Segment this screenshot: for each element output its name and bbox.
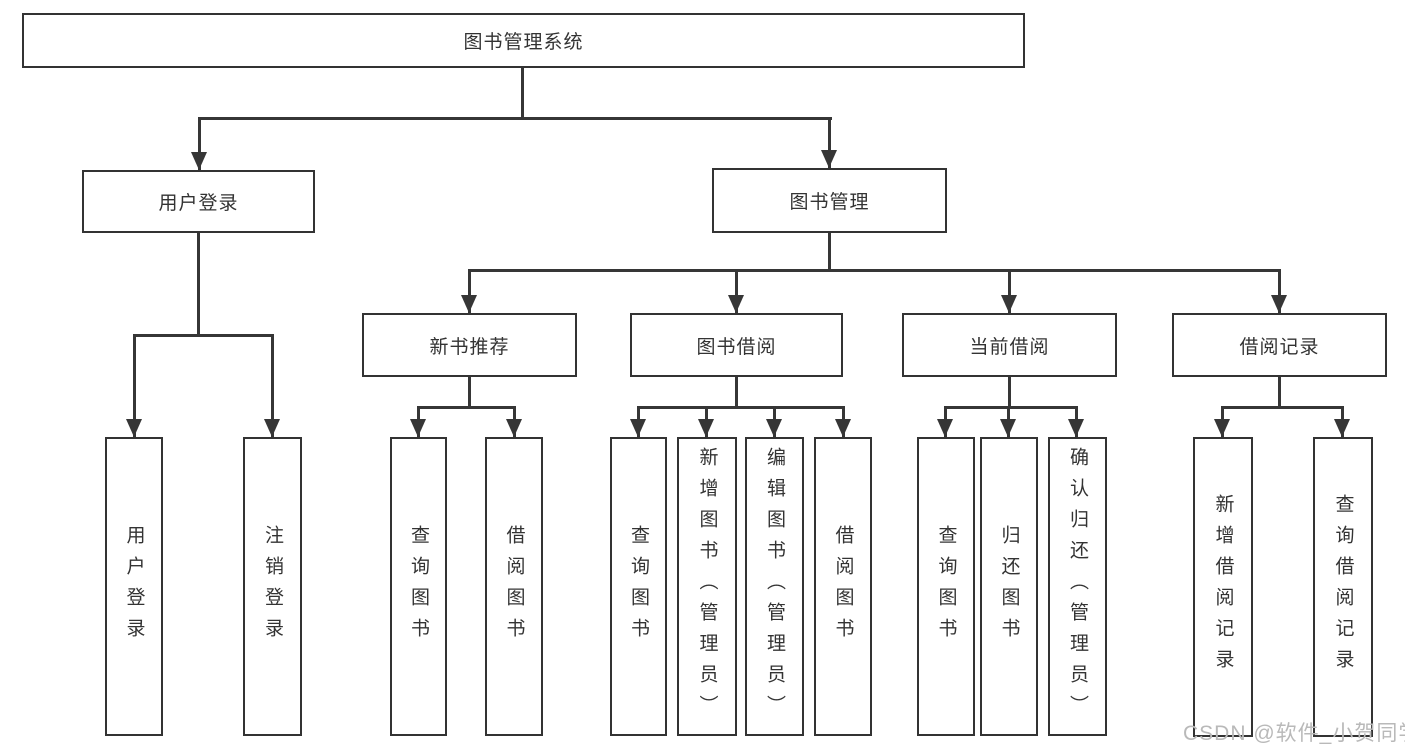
- node-label: 当前借阅: [969, 336, 1050, 358]
- arrow-down-icon: [1068, 419, 1084, 437]
- arrow-down-icon: [126, 419, 142, 437]
- leaf-label: 归还图书: [998, 524, 1020, 649]
- arrow-down-icon: [1001, 295, 1017, 313]
- connector-level3-drop: [468, 269, 471, 313]
- connector-borrow-record-out: [1278, 376, 1281, 409]
- leaf-query-book: 查询图书: [610, 437, 667, 736]
- arrow-down-icon: [937, 419, 953, 437]
- node-label: 图书借阅: [696, 336, 777, 358]
- connector-current-borrow-bus: [944, 406, 1078, 409]
- connector-new-book-out: [468, 376, 471, 409]
- node-borrow-record: 借阅记录: [1172, 313, 1387, 377]
- leaf-return-book: 归还图书: [980, 437, 1038, 736]
- node-label: 新书推荐: [429, 336, 510, 358]
- arrow-down-icon: [630, 419, 646, 437]
- node-book-management: 图书管理: [712, 168, 947, 233]
- arrow-down-icon: [264, 419, 280, 437]
- leaf-user-login: 用户登录: [105, 437, 163, 736]
- connector-leaf-drop: [133, 334, 136, 437]
- arrow-down-icon: [766, 419, 782, 437]
- leaf-add-borrow-record: 新增借阅记录: [1193, 437, 1253, 737]
- connector-book-borrow-out: [735, 376, 738, 409]
- leaf-query-book: 查询图书: [917, 437, 975, 736]
- connector-level3-drop: [1008, 269, 1011, 313]
- leaf-borrow-book: 借阅图书: [485, 437, 543, 736]
- csdn-watermark: CSDN @软件_小贺同学: [1183, 722, 1405, 745]
- connector-current-borrow-out: [1008, 376, 1011, 409]
- node-new-book-recommend: 新书推荐: [362, 313, 577, 377]
- leaf-label: 查询图书: [408, 524, 429, 649]
- leaf-edit-book-admin: 编辑图书（管理员）: [745, 437, 804, 736]
- leaf-label: 新增借阅记录: [1212, 494, 1234, 680]
- leaf-confirm-return-admin: 确认归还（管理员）: [1048, 437, 1107, 736]
- leaf-label: 用户登录: [123, 524, 145, 649]
- arrow-down-icon: [1000, 419, 1016, 437]
- connector-new-book-bus: [417, 406, 516, 409]
- arrow-down-icon: [410, 419, 426, 437]
- connector-root-drop: [521, 68, 524, 118]
- node-root: 图书管理系统: [22, 13, 1025, 68]
- leaf-label: 查询借阅记录: [1332, 494, 1354, 680]
- leaf-add-book-admin: 新增图书（管理员）: [677, 437, 737, 736]
- connector-user-login-bus: [133, 334, 274, 337]
- arrow-down-icon: [461, 295, 477, 313]
- arrow-down-icon: [698, 419, 714, 437]
- connector-book-borrow-bus: [637, 406, 845, 409]
- arrow-down-icon: [1214, 419, 1230, 437]
- leaf-label: 查询图书: [935, 524, 957, 649]
- arrow-down-icon: [506, 419, 522, 437]
- leaf-label: 借阅图书: [503, 524, 525, 649]
- connector-book-mgmt-out: [828, 232, 831, 272]
- node-user-login: 用户登录: [82, 170, 315, 233]
- arrow-down-icon: [1334, 419, 1350, 437]
- arrow-down-icon: [1271, 295, 1287, 313]
- leaf-label: 新增图书（管理员）: [696, 447, 718, 726]
- leaf-label: 编辑图书（管理员）: [764, 447, 785, 726]
- node-book-borrow: 图书借阅: [630, 313, 843, 377]
- node-label: 用户登录: [158, 193, 239, 214]
- arrow-down-icon: [835, 419, 851, 437]
- connector-book-mgmt-drop: [828, 117, 831, 168]
- node-label: 借阅记录: [1239, 336, 1320, 358]
- leaf-borrow-book: 借阅图书: [814, 437, 872, 736]
- leaf-label: 借阅图书: [832, 524, 854, 649]
- leaf-logout: 注销登录: [243, 437, 302, 736]
- connector-user-login-drop: [198, 117, 201, 170]
- connector-level3-bus: [468, 269, 1281, 272]
- leaf-label: 确认归还（管理员）: [1067, 447, 1088, 726]
- arrow-down-icon: [728, 295, 744, 313]
- connector-level3-drop: [1278, 269, 1281, 313]
- connector-user-login-out: [197, 232, 200, 335]
- arrow-down-icon: [821, 150, 837, 168]
- node-root-label: 图书管理系统: [463, 32, 584, 53]
- connector-level3-drop: [735, 269, 738, 313]
- connector-leaf-drop: [271, 334, 274, 437]
- connector-root-bus: [198, 117, 832, 120]
- node-current-borrow: 当前借阅: [902, 313, 1117, 377]
- leaf-query-book: 查询图书: [390, 437, 447, 736]
- arrow-down-icon: [191, 152, 207, 170]
- leaf-label: 查询图书: [628, 524, 649, 649]
- node-label: 图书管理: [789, 192, 870, 213]
- leaf-query-borrow-record: 查询借阅记录: [1313, 437, 1373, 737]
- leaf-label: 注销登录: [262, 524, 283, 649]
- connector-borrow-record-bus: [1221, 406, 1343, 409]
